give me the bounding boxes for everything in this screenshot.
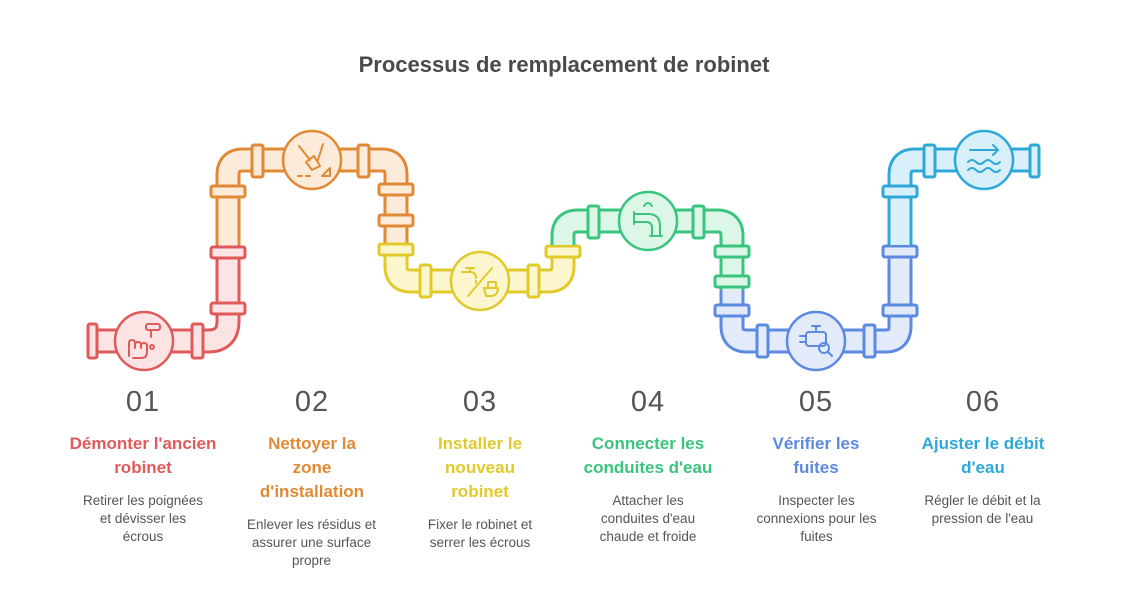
step-description: Fixer le robinet et serrer les écrous xyxy=(427,517,533,550)
node-06 xyxy=(953,129,1015,191)
page-title: Processus de remplacement de robinet xyxy=(358,52,770,77)
step-02: 02 Nettoyer la zone d'installation Enlev… xyxy=(232,380,392,570)
valve-search-icon xyxy=(799,325,833,357)
step-number: 01 xyxy=(125,386,161,418)
step-title: Nettoyer la zone d'installation xyxy=(259,434,365,501)
node-02 xyxy=(281,129,343,191)
node-01 xyxy=(113,310,175,372)
step-number: 02 xyxy=(294,386,330,418)
faucet-toilet-icon xyxy=(461,267,499,297)
pipe-segment-red xyxy=(86,245,247,360)
water-flow-icon xyxy=(967,144,1001,173)
step-description: Retirer les poignées et dévisser les écr… xyxy=(82,493,204,544)
step-number: 06 xyxy=(965,386,1001,418)
step-title: Démonter l'ancien robinet xyxy=(69,434,217,477)
step-title: Vérifier les fuites xyxy=(772,434,860,477)
step-description: Enlever les résidus et assurer une surfa… xyxy=(246,517,377,568)
step-number: 04 xyxy=(630,386,666,418)
step-05: 05 Vérifier les fuites Inspecter les con… xyxy=(736,380,896,546)
step-description: Inspecter les connexions pour les fuites xyxy=(756,493,877,544)
step-03: 03 Installer le nouveau robinet Fixer le… xyxy=(400,380,560,552)
step-title: Ajuster le débit d'eau xyxy=(921,434,1045,477)
step-description: Régler le débit et la pression de l'eau xyxy=(924,493,1041,526)
node-04 xyxy=(617,190,679,252)
node-03 xyxy=(449,250,511,312)
pipe-segment-cyan xyxy=(881,143,1041,245)
step-title: Installer le nouveau robinet xyxy=(437,434,523,501)
step-description: Attacher les conduites d'eau chaude et f… xyxy=(599,493,697,544)
broom-icon xyxy=(297,143,331,177)
step-title: Connecter les conduites d'eau xyxy=(583,434,713,477)
node-05 xyxy=(785,310,847,372)
step-04: 04 Connecter les conduites d'eau Attache… xyxy=(568,380,728,546)
step-01: 01 Démonter l'ancien robinet Retirer les… xyxy=(63,380,223,546)
hand-faucet-icon xyxy=(128,323,161,359)
pipe-icon xyxy=(633,202,663,237)
step-number: 03 xyxy=(462,386,498,418)
step-number: 05 xyxy=(798,386,834,418)
step-06: 06 Ajuster le débit d'eau Régler le débi… xyxy=(903,380,1063,528)
